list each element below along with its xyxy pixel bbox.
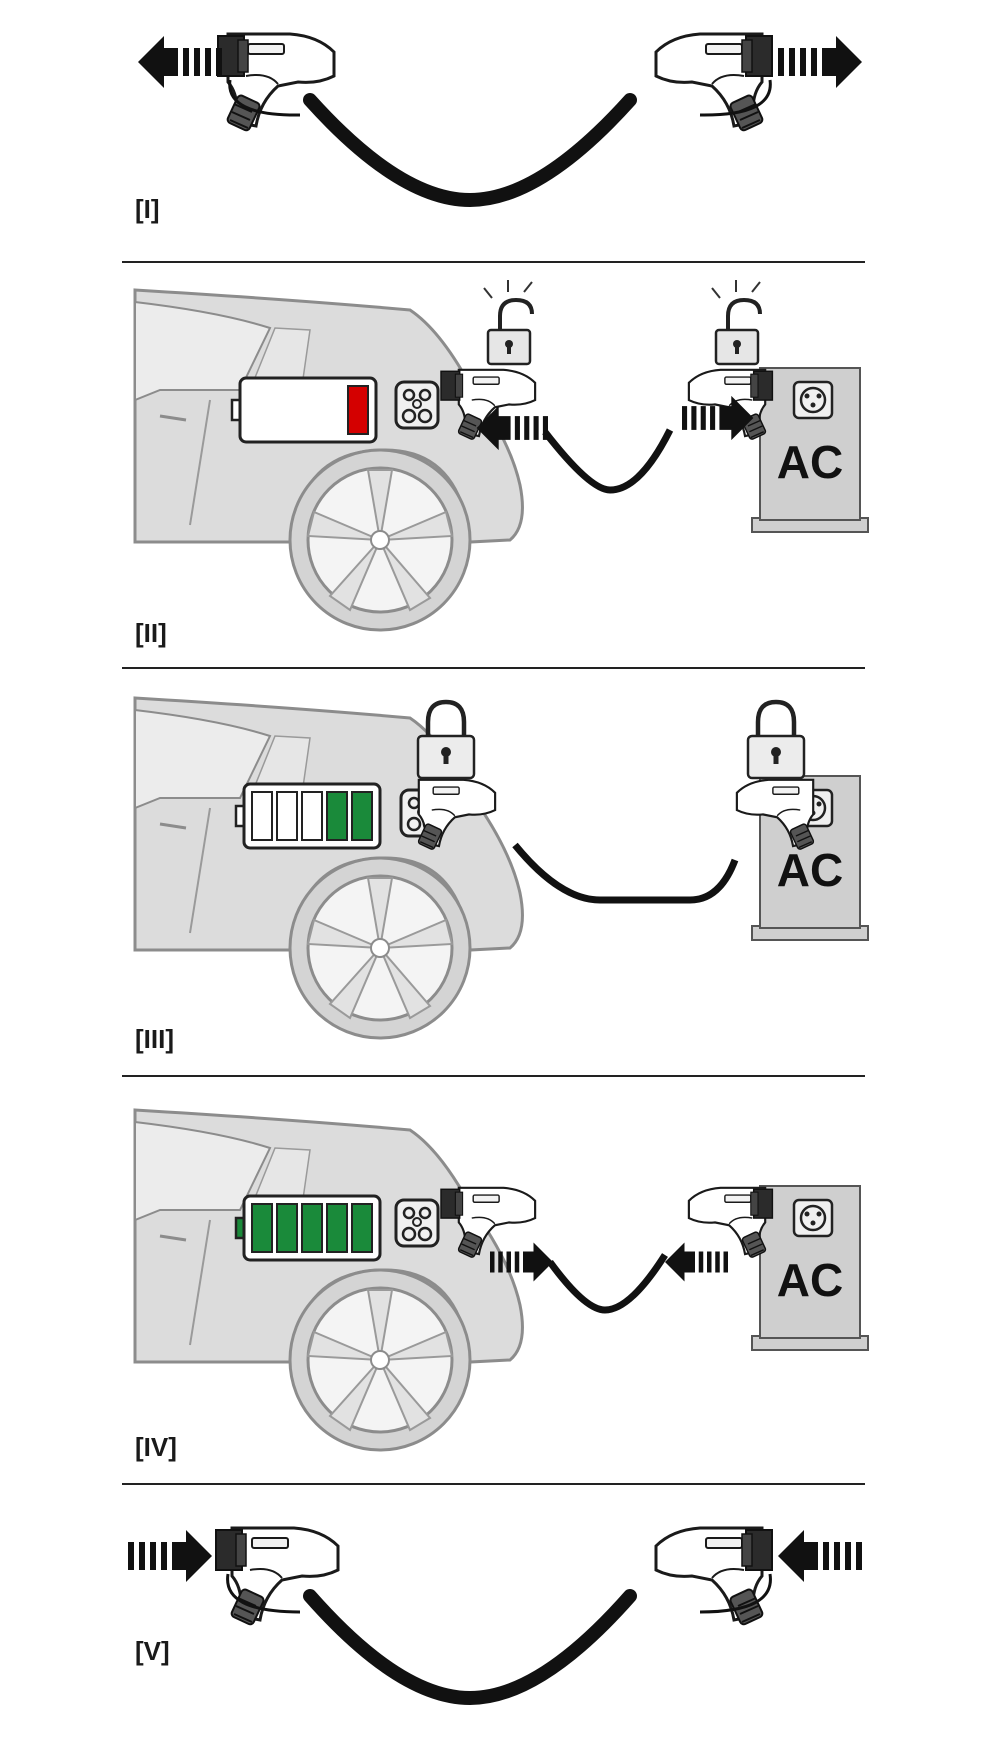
step-4: AC [IV] <box>133 1108 870 1462</box>
battery-segment-filled <box>351 791 373 841</box>
arrow-right-inward <box>778 1530 862 1582</box>
battery-segment-empty <box>301 791 323 841</box>
step-3: AC [III] <box>133 696 870 1054</box>
arrow-left-inward <box>128 1530 212 1582</box>
vehicle <box>133 288 524 632</box>
battery-segment-filled <box>251 1203 273 1253</box>
arrow-into-station <box>665 1242 728 1282</box>
station-connector-plug <box>687 1186 774 1260</box>
car-charging-socket <box>394 380 440 430</box>
battery-indicator <box>234 1194 382 1262</box>
lock-station-side-icon <box>748 702 804 778</box>
battery-segment-filled <box>347 385 369 435</box>
battery-segment-filled <box>276 1203 298 1253</box>
step-5: [V] <box>128 1526 862 1706</box>
charging-station: AC <box>750 1184 870 1352</box>
charging-station: AC <box>750 774 870 942</box>
step-label: [V] <box>135 1636 170 1666</box>
battery-indicator <box>234 782 382 850</box>
battery-segment-filled <box>326 791 348 841</box>
lock-vehicle-side-icon <box>418 702 474 778</box>
battery-segment-filled <box>326 1203 348 1253</box>
car-charging-socket <box>394 1198 440 1248</box>
battery-body <box>238 376 378 444</box>
right-connector-plug <box>654 32 773 134</box>
step-label: [II] <box>135 618 167 648</box>
battery-segment-empty <box>276 791 298 841</box>
step-label: [IV] <box>135 1432 177 1462</box>
battery-segment-empty <box>251 791 273 841</box>
lock-vehicle-side-icon <box>482 278 534 366</box>
step-label: [I] <box>135 194 160 224</box>
lock-station-side-icon <box>710 278 762 366</box>
station-label: AC <box>777 436 843 488</box>
battery-segment-filled <box>301 1203 323 1253</box>
station-label: AC <box>777 844 843 896</box>
step-1: [I] <box>135 32 862 224</box>
vehicle <box>133 1108 524 1452</box>
battery-indicator <box>230 376 378 444</box>
arrow-right-outward <box>778 36 862 88</box>
step-2: AC [II] <box>133 278 870 648</box>
step-label: [III] <box>135 1024 174 1054</box>
charging-station: AC <box>750 366 870 534</box>
station-label: AC <box>777 1254 843 1306</box>
battery-segment-filled <box>351 1203 373 1253</box>
arrow-left-outward <box>138 36 222 88</box>
